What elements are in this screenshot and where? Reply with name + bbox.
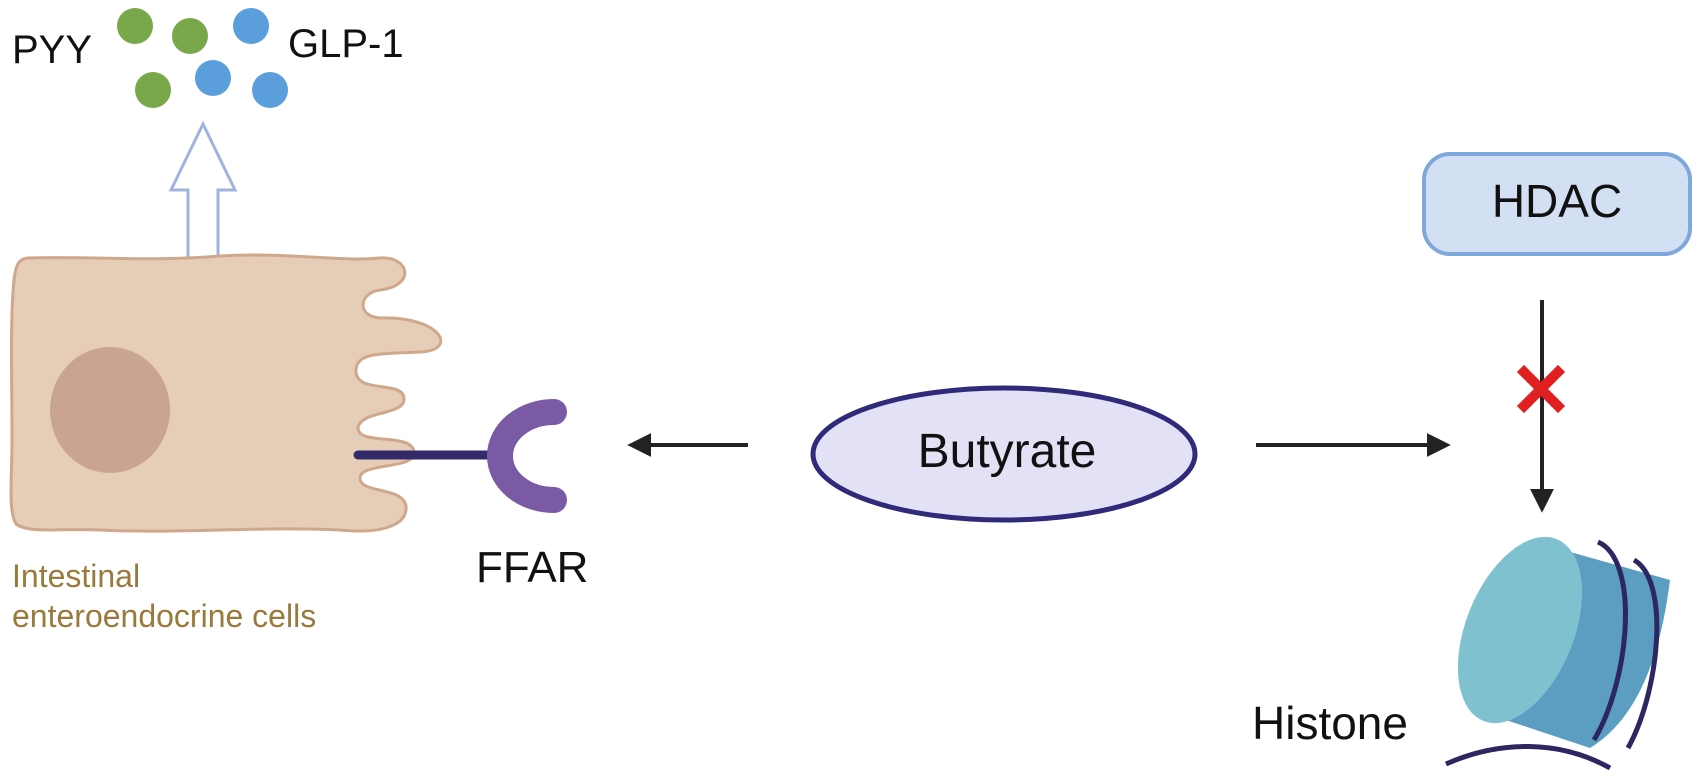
nucleosome-icon	[1444, 536, 1670, 771]
glp1-granule	[233, 8, 269, 44]
butyrate-ellipse	[810, 385, 1198, 523]
cell-type-label: Intestinal enteroendocrine cells	[12, 558, 317, 635]
glp1-granule	[195, 60, 231, 96]
butyrate-label: Butyrate	[917, 425, 1097, 478]
red-x-icon	[1516, 364, 1566, 414]
hdac-box	[1422, 152, 1692, 256]
pyy-granule	[117, 8, 153, 44]
hdac-label: HDAC	[1491, 175, 1623, 227]
glp1-label: GLP-1	[288, 22, 404, 66]
glp1-granule	[252, 72, 288, 108]
receptor-icon	[487, 399, 567, 513]
granules	[117, 8, 288, 108]
ffar-label: FFAR	[476, 543, 589, 592]
histone-label: Histone	[1252, 697, 1408, 749]
cell-nucleus	[50, 347, 170, 473]
pyy-label: PYY	[12, 28, 93, 72]
pyy-granule	[172, 18, 208, 54]
pyy-granule	[135, 72, 171, 108]
